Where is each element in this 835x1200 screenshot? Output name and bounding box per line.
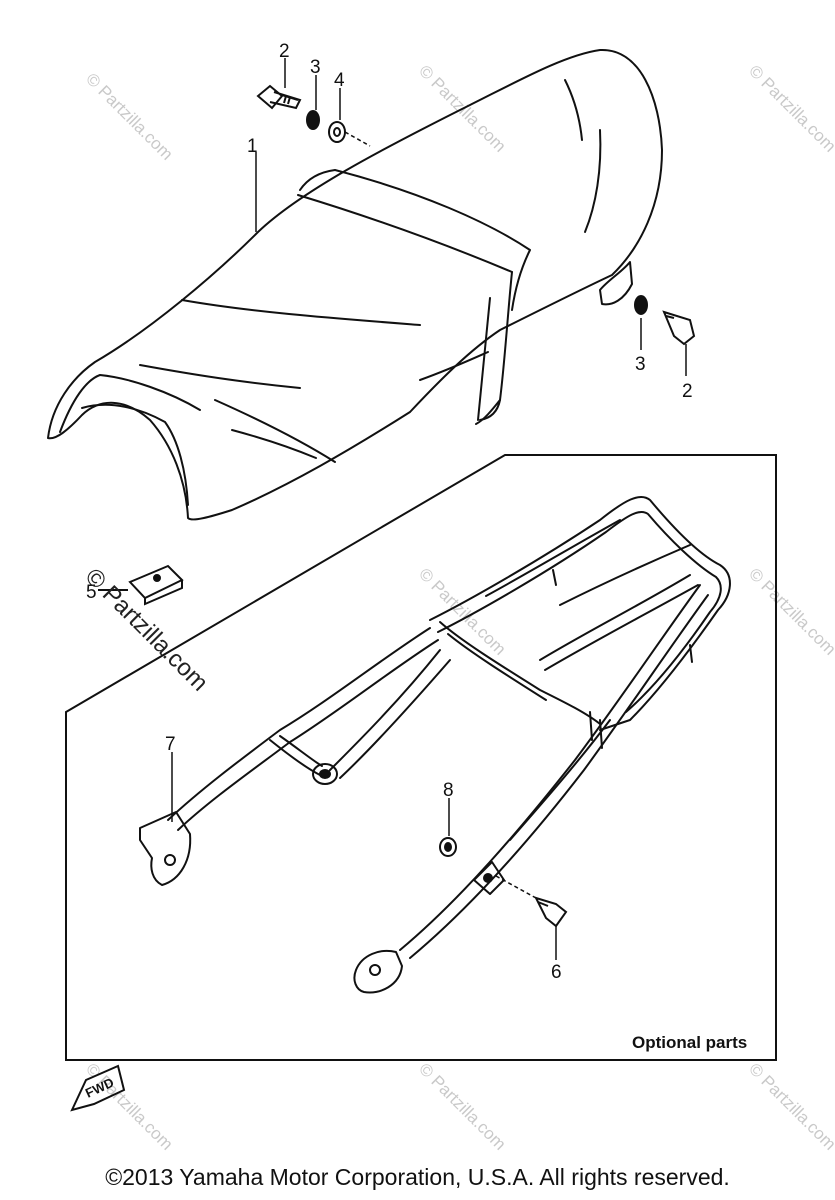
carrier-bolt-part xyxy=(534,896,568,928)
watermark-text: © Partzilla.com xyxy=(82,69,176,163)
watermark-text: © Partzilla.com xyxy=(415,1059,509,1153)
optional-parts-frame xyxy=(65,454,777,1061)
watermark-layer: © Partzilla.com © Partzilla.com © Partzi… xyxy=(82,61,835,1153)
carrier-leader-lines xyxy=(171,752,557,960)
copyright-text: ©2013 Yamaha Motor Corporation, U.S.A. A… xyxy=(105,1164,730,1190)
callout-bolt-right: 2 xyxy=(682,381,693,402)
watermark-text: © Partzilla.com xyxy=(745,564,835,658)
top-fastener-set xyxy=(256,84,346,143)
callout-washer-top: 3 xyxy=(310,57,321,78)
lock-washer-top xyxy=(306,110,320,130)
callout-washer-right: 3 xyxy=(635,354,646,375)
callout-washer-top-2: 4 xyxy=(334,70,345,91)
watermark-text: © Partzilla.com xyxy=(82,1059,176,1153)
watermark-large: © Partzilla.com xyxy=(80,563,213,696)
watermark-text: © Partzilla.com xyxy=(745,61,835,155)
callout-bolt-top: 2 xyxy=(279,41,290,62)
optional-parts-label: Optional parts xyxy=(632,1033,747,1052)
callout-bracket: 5 xyxy=(86,582,97,603)
callout-collar: 8 xyxy=(443,780,454,801)
watermark-text: © Partzilla.com xyxy=(745,1059,835,1153)
flat-washer-top xyxy=(328,121,346,143)
callout-carrier-bolt: 6 xyxy=(551,962,562,983)
callout-carrier: 7 xyxy=(165,734,176,755)
right-fastener-set xyxy=(634,295,696,346)
callout-seat: 1 xyxy=(247,136,258,157)
bolt-right xyxy=(662,310,696,346)
leader-lines xyxy=(255,58,687,376)
bracket-part xyxy=(98,564,184,606)
washer-right xyxy=(634,295,648,315)
carrier-rack xyxy=(139,495,731,994)
collar-part xyxy=(439,837,457,857)
seat xyxy=(47,48,663,521)
